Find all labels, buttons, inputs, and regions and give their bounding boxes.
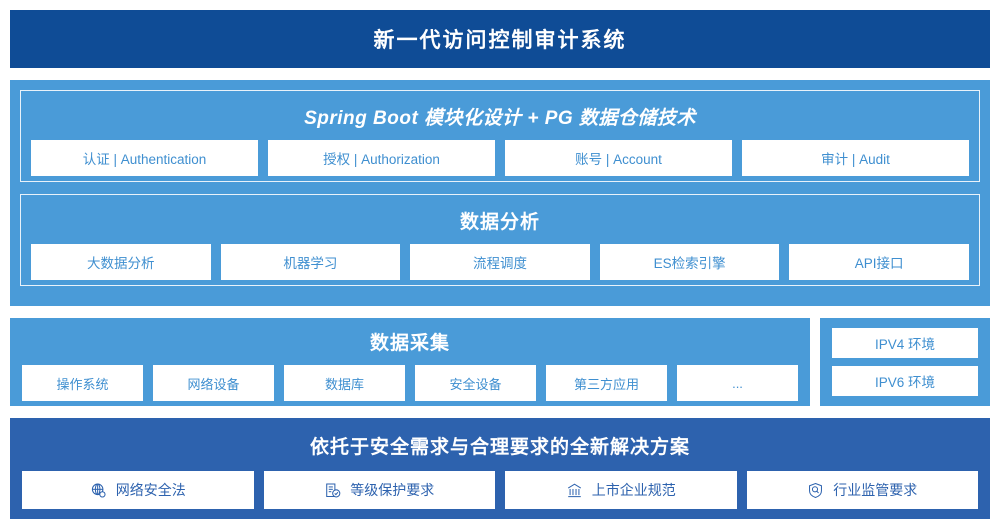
source-chip-operating-system[interactable]: 操作系统 xyxy=(22,365,143,401)
globe-network-icon xyxy=(90,482,107,499)
data-analysis-module-row: 大数据分析 机器学习 流程调度 ES检索引擎 API接口 xyxy=(31,244,969,280)
data-analysis-panel-title: 数据分析 xyxy=(459,212,540,233)
source-chip-more[interactable]: ... xyxy=(677,365,798,401)
data-collection-title: 数据采集 xyxy=(369,333,450,354)
platform-stack-card: Spring Boot 模块化设计 + PG 数据仓储技术 认证 | Authe… xyxy=(10,80,990,306)
source-chip-network-device[interactable]: 网络设备 xyxy=(153,365,274,401)
compliance-chip-listed-company-standard[interactable]: 上市企业规范 xyxy=(505,471,737,509)
module-chip-audit[interactable]: 审计 | Audit xyxy=(742,140,969,176)
compliance-chip-industry-regulation[interactable]: 行业监管要求 xyxy=(746,471,978,509)
module-chip-authorization[interactable]: 授权 | Authorization xyxy=(268,140,495,176)
document-check-icon xyxy=(324,482,341,499)
compliance-chip-label: 上市企业规范 xyxy=(591,482,676,498)
page-header: 新一代访问控制审计系统 xyxy=(10,10,990,68)
ip-environment-panel: IPV4 环境 IPV6 环境 xyxy=(820,318,990,406)
analysis-chip-machine-learning[interactable]: 机器学习 xyxy=(220,244,401,280)
source-chip-third-party-app[interactable]: 第三方应用 xyxy=(546,365,667,401)
compliance-chip-cybersecurity-law[interactable]: 网络安全法 xyxy=(22,471,254,509)
module-chip-account[interactable]: 账号 | Account xyxy=(505,140,732,176)
source-chip-database[interactable]: 数据库 xyxy=(284,365,405,401)
compliance-row: 网络安全法 等级保护要求 xyxy=(22,471,978,509)
ip-env-chip-ipv6[interactable]: IPV6 环境 xyxy=(832,366,978,396)
solution-panel: 依托于安全需求与合理要求的全新解决方案 网络安全法 xyxy=(10,418,990,519)
compliance-chip-label: 网络安全法 xyxy=(115,482,186,498)
ip-env-chip-ipv4[interactable]: IPV4 环境 xyxy=(832,328,978,358)
compliance-chip-classified-protection[interactable]: 等级保护要求 xyxy=(263,471,495,509)
compliance-chip-label: 等级保护要求 xyxy=(350,482,435,498)
bank-building-icon xyxy=(566,482,583,499)
shield-search-icon xyxy=(807,482,824,499)
analysis-chip-api[interactable]: API接口 xyxy=(789,244,969,280)
springboot-panel-title: Spring Boot 模块化设计 + PG 数据仓储技术 xyxy=(304,108,696,129)
solution-panel-title: 依托于安全需求与合理要求的全新解决方案 xyxy=(309,437,690,458)
source-chip-security-device[interactable]: 安全设备 xyxy=(415,365,536,401)
data-collection-panel: 数据采集 操作系统 网络设备 数据库 安全设备 第三方应用 ... xyxy=(10,318,810,406)
analysis-chip-es-search-engine[interactable]: ES检索引擎 xyxy=(599,244,780,280)
analysis-chip-process-scheduling[interactable]: 流程调度 xyxy=(410,244,590,280)
data-analysis-panel: 数据分析 大数据分析 机器学习 流程调度 ES检索引擎 API接口 xyxy=(20,194,980,286)
module-chip-authentication[interactable]: 认证 | Authentication xyxy=(31,140,258,176)
data-collection-source-row: 操作系统 网络设备 数据库 安全设备 第三方应用 ... xyxy=(22,365,798,401)
page-title: 新一代访问控制审计系统 xyxy=(373,29,627,52)
springboot-module-row: 认证 | Authentication 授权 | Authorization 账… xyxy=(31,140,969,176)
compliance-chip-label: 行业监管要求 xyxy=(833,482,918,498)
analysis-chip-big-data[interactable]: 大数据分析 xyxy=(31,244,211,280)
springboot-panel: Spring Boot 模块化设计 + PG 数据仓储技术 认证 | Authe… xyxy=(20,90,980,182)
